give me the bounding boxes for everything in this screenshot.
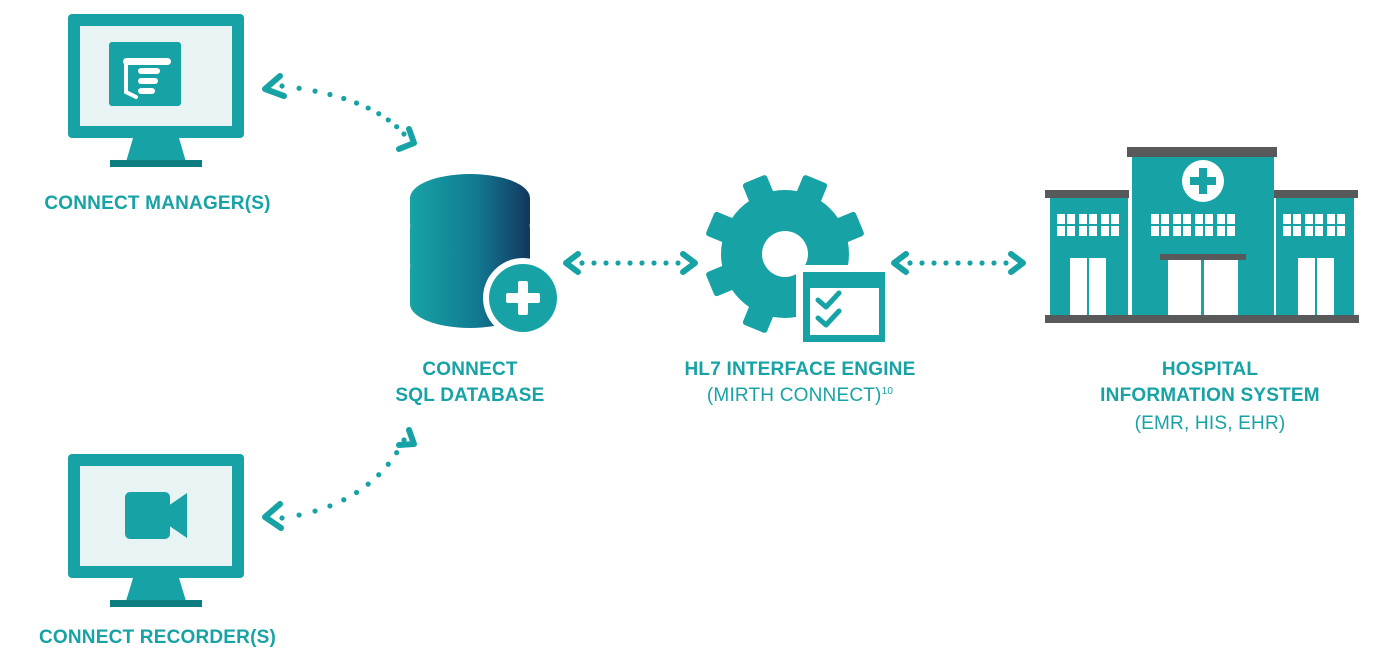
window-transom xyxy=(1173,224,1191,226)
engine-label-text: (MIRTH CONNECT) xyxy=(706,385,882,406)
connector-dot xyxy=(663,260,669,266)
connector-dot xyxy=(651,260,657,266)
manager-label: CONNECT MANAGER(S) xyxy=(44,193,271,214)
connector-dot xyxy=(627,260,633,266)
connector-dot xyxy=(991,260,997,266)
connector-dot xyxy=(401,437,407,443)
manager-monitor-icon xyxy=(68,14,244,167)
window-transom xyxy=(1151,224,1169,226)
window-transom xyxy=(1079,224,1097,226)
connector-dot xyxy=(1003,260,1009,266)
connector-dot xyxy=(385,117,391,123)
connector-dot xyxy=(907,260,913,266)
database-label-line1: CONNECT xyxy=(422,359,518,380)
connector-dot xyxy=(394,124,400,130)
gear-checklist-icon xyxy=(706,175,891,347)
connector-dot xyxy=(365,105,371,111)
connector-dot xyxy=(579,260,585,266)
connector-dot xyxy=(296,85,302,91)
connector-dot xyxy=(376,111,382,117)
recorder-label: CONNECT RECORDER(S) xyxy=(38,627,277,648)
hospital-label-line3: (EMR, HIS, EHR) xyxy=(1134,413,1286,434)
connector-dot xyxy=(603,260,609,266)
connector-dot xyxy=(955,260,961,266)
connector-dot xyxy=(919,260,925,266)
connector-dot xyxy=(967,260,973,266)
connector-dot xyxy=(615,260,621,266)
window-transom xyxy=(1195,224,1213,226)
connector-dot xyxy=(675,260,681,266)
connector-dot xyxy=(401,131,407,137)
connector-dot xyxy=(394,450,400,456)
connector-dot xyxy=(931,260,937,266)
window-transom xyxy=(1057,224,1075,226)
engine-label-line1: HL7 INTERFACE ENGINE xyxy=(684,359,916,380)
window-transom xyxy=(1283,224,1301,226)
window-transom xyxy=(1327,224,1345,226)
window-transom xyxy=(1305,224,1323,226)
pointing-hand-icon xyxy=(109,42,181,106)
database-plus-icon xyxy=(410,174,563,338)
connector-dot xyxy=(353,489,360,496)
connector-database-engine xyxy=(563,251,698,275)
connector-dot xyxy=(591,260,597,266)
connector-dot xyxy=(979,260,985,266)
connector-dot xyxy=(943,260,949,266)
window-transom xyxy=(1101,224,1119,226)
window-transom xyxy=(1217,224,1235,226)
connector-dot xyxy=(327,91,333,98)
connector-dot xyxy=(279,83,285,89)
video-camera-icon xyxy=(125,492,187,539)
hospital-label-line2: INFORMATION SYSTEM xyxy=(1100,385,1320,406)
recorder-monitor-icon xyxy=(68,454,244,607)
connector-dot xyxy=(376,472,382,478)
connector-dot xyxy=(341,95,347,102)
connector-manager-database xyxy=(262,73,417,152)
hospital-label-line1: HOSPITAL xyxy=(1161,359,1259,380)
connector-dot xyxy=(312,508,318,514)
engine-label-line2: (MIRTH CONNECT)10 xyxy=(660,384,940,408)
engine-footnote: 10 xyxy=(881,386,894,397)
connector-dot xyxy=(385,461,391,467)
connector-dot xyxy=(353,100,360,106)
hospital-icon xyxy=(1045,147,1359,323)
connector-recorder-database xyxy=(262,427,417,531)
connector-dot xyxy=(365,481,371,487)
connector-engine-hospital xyxy=(891,251,1026,275)
connector-dot xyxy=(341,497,347,503)
connector-dot xyxy=(639,260,645,266)
connector-dot xyxy=(312,88,318,94)
connector-dot xyxy=(327,503,333,509)
connector-dot xyxy=(296,512,302,518)
connector-dot xyxy=(279,515,285,521)
database-label-line2: SQL DATABASE xyxy=(395,385,545,406)
